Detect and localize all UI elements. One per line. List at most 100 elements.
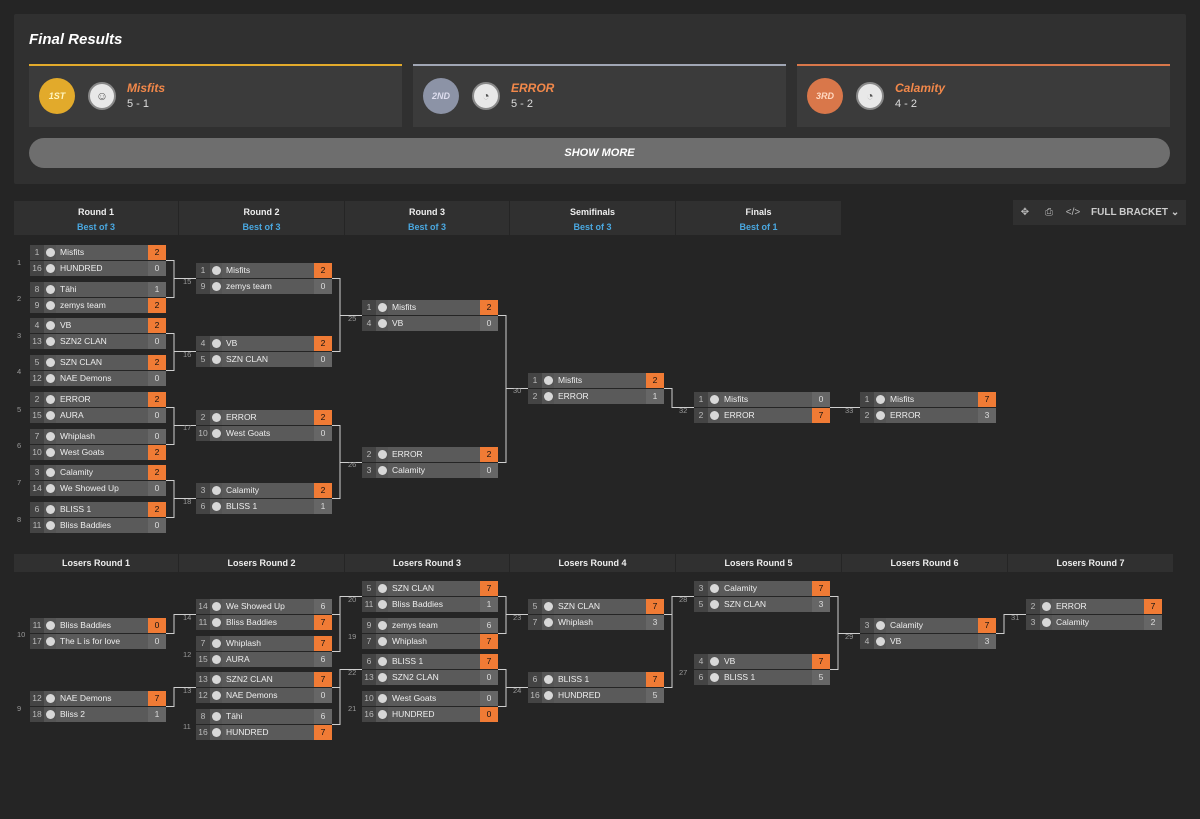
podium-team-name[interactable]: Misfits [127,81,166,95]
podium-second[interactable]: 2ND ◔ ERROR 5 - 2 [413,64,786,127]
podium-first[interactable]: 1ST ☺ Misfits 5 - 1 [29,64,402,127]
podium-third[interactable]: 3RD ◔ Calamity 4 - 2 [797,64,1170,127]
podium-team-name[interactable]: Calamity [895,81,946,95]
print-icon[interactable]: ⎙ [1045,207,1053,218]
show-more-button[interactable]: SHOW MORE [29,138,1170,168]
move-icon[interactable]: ✥ [1020,207,1030,218]
embed-code-icon[interactable]: </> [1065,207,1081,218]
full-bracket-dropdown[interactable]: FULL BRACKET ⌄ [1091,207,1180,218]
